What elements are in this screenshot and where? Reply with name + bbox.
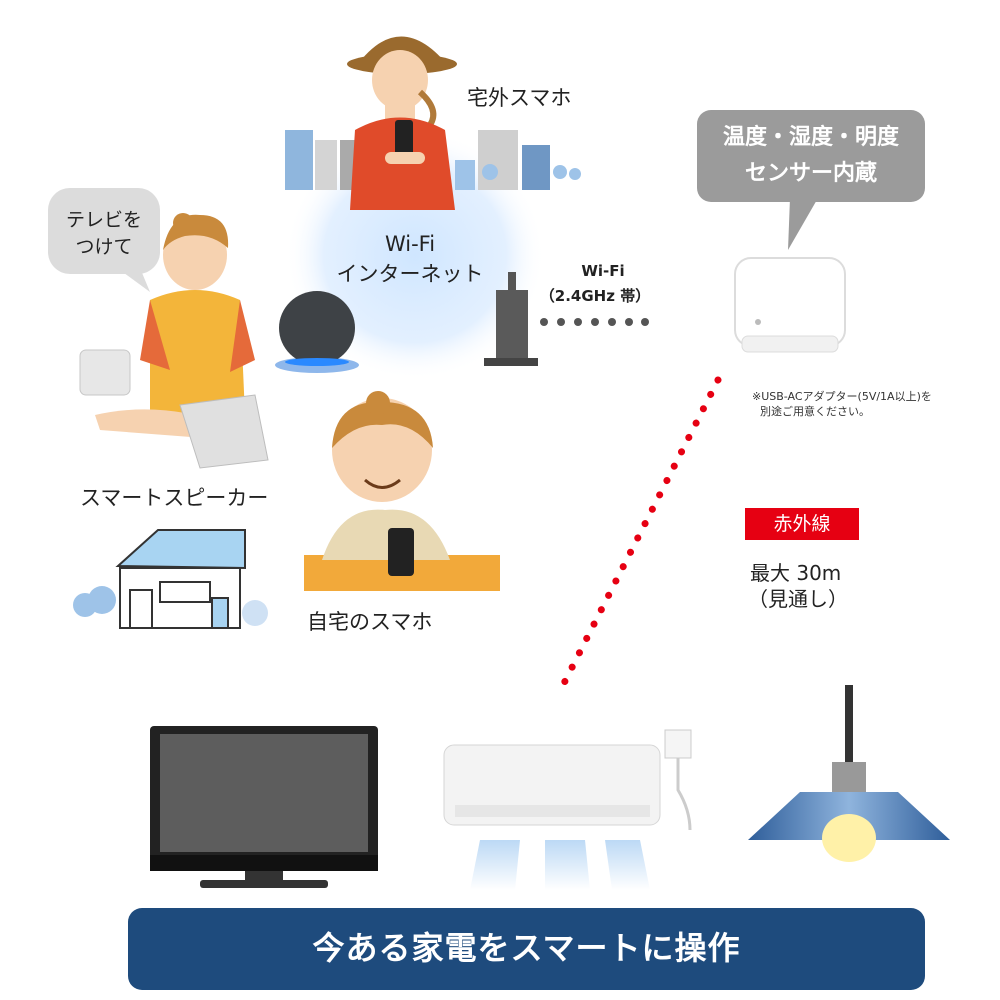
ir-remote-hub-icon [734, 257, 846, 353]
usb-note-line2: 別途ご用意ください。 [760, 405, 870, 418]
wifi-signal-dots [540, 318, 649, 326]
smart-speaker-icon [275, 291, 359, 373]
house-icon [73, 529, 268, 629]
wifi-label-line1: Wi-Fi [581, 262, 625, 280]
sensor-info-bubble: 温度・湿度・明度 センサー内蔵 [697, 110, 925, 202]
city-icon [285, 130, 581, 190]
range-line1: 最大 30m [750, 561, 842, 585]
woman-speaking-icon [79, 213, 269, 469]
outside-phone-label: 宅外スマホ [467, 86, 572, 110]
speech-bubble-line1: テレビを [65, 209, 142, 231]
cloud-label-line2: インターネット [336, 262, 484, 286]
sensor-info-line1: 温度・湿度・明度 [722, 125, 899, 150]
feature-banner: 今ある家電をスマートに操作 [128, 908, 925, 990]
router-icon [484, 272, 538, 366]
ir-badge: 赤外線 [745, 508, 859, 540]
speech-bubble-line2: つけて [75, 236, 133, 258]
tv-icon [150, 726, 378, 888]
air-conditioner-icon [443, 729, 692, 890]
speech-bubble-icon [48, 188, 160, 292]
wifi-label-line2: （2.4GHz 帯） [539, 287, 651, 305]
usb-note-line1: ※USB-ACアダプター(5V/1A以上)を [752, 390, 932, 403]
woman-outside-phone-icon [347, 36, 457, 210]
sensor-info-line2: センサー内蔵 [744, 161, 877, 186]
range-line2: （見通し） [748, 587, 848, 611]
cloud-label-line1: Wi-Fi [384, 232, 436, 256]
ir-beam-dotted-line [554, 376, 722, 699]
pendant-lamp-icon [748, 685, 950, 862]
woman-home-phone-icon [304, 391, 500, 591]
home-phone-label: 自宅のスマホ [307, 610, 433, 634]
smart-speaker-label: スマートスピーカー [80, 486, 269, 510]
sensor-bubble-tail [788, 198, 818, 250]
